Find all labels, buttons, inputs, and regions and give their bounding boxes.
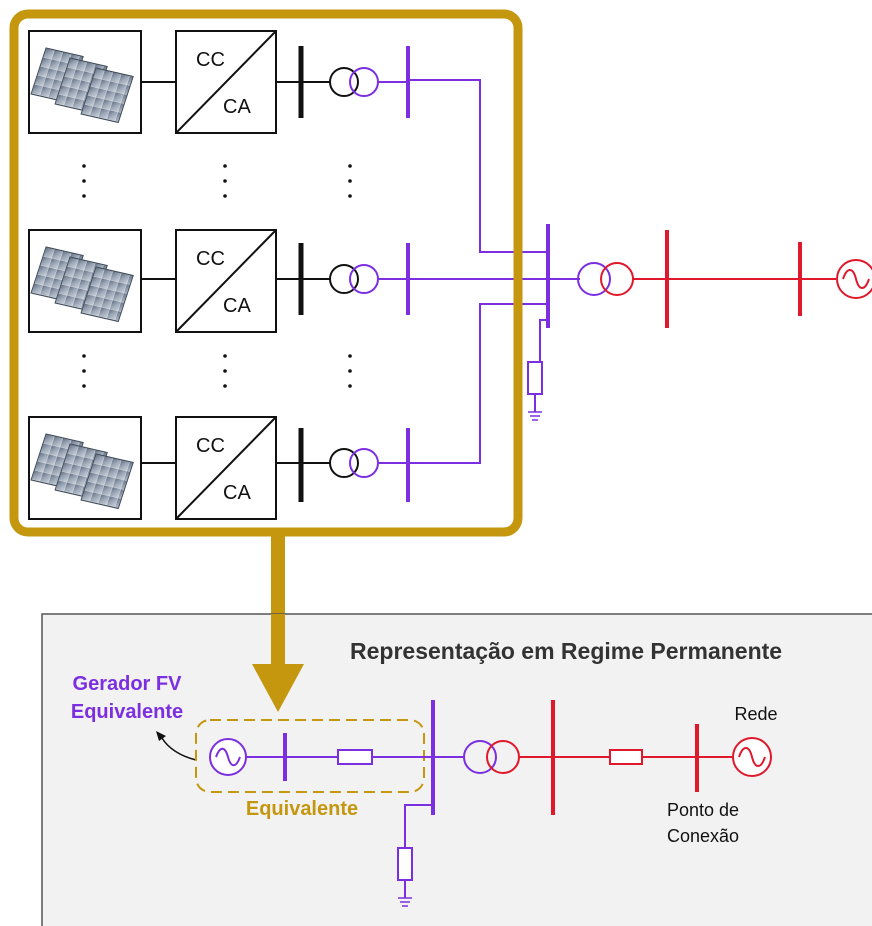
transformer-2-secondary [349,264,379,294]
ellipsis-2 [82,354,352,388]
equivalent-label: Equivalente [246,798,358,820]
steady-state-panel [41,613,872,926]
substation-transformer-primary [577,262,611,296]
transformer-1-primary [329,67,359,97]
pointer-arrow-head-icon [156,731,166,741]
pointer-arrow-line [161,737,197,761]
plant-grouping-frame [9,9,523,537]
transformer-1-secondary [349,67,379,97]
equivalent-generator-icon [209,738,247,776]
equivalent-grounding-impedance [397,847,413,881]
pv-row-1: CC CA [28,30,410,134]
inverter-2-ac-label: CA [223,295,251,317]
panel-title: Representação em Regime Permanente [350,638,782,664]
grid-label: Rede [734,704,777,724]
equivalent-impedance [337,749,373,765]
connection-point-label-line1: Ponto de [667,800,739,820]
equivalent-transformer-primary [463,740,497,774]
inverter-2-dc-label: CC [196,248,225,270]
pv-row-3: CC CA [28,416,410,520]
inverter-3-dc-label: CC [196,435,225,457]
grid-source-icon [836,259,872,299]
transformer-2-primary [329,264,359,294]
equivalent-grid-source-icon [732,737,772,777]
substation-transformer-secondary [600,262,634,296]
ground-icon [528,411,542,421]
line-impedance [609,749,643,765]
ground-branch-line [539,319,548,362]
inverter-3-ac-label: CA [223,482,251,504]
grounding-impedance [527,361,543,395]
connection-point-label-line2: Conexão [667,826,739,846]
equivalent-ground-icon [398,897,412,907]
inverter-1-dc-label: CC [196,49,225,71]
inverter-1-ac-label: CA [223,96,251,118]
generator-label-line1: Gerador FV [73,673,183,695]
feeder-line-1 [408,79,548,253]
generator-label-line2: Equivalente [71,701,183,723]
pv-row-2: CC CA [28,229,410,333]
transformer-3-secondary [349,448,379,478]
ellipsis-1 [82,164,352,198]
transformer-3-primary [329,448,359,478]
